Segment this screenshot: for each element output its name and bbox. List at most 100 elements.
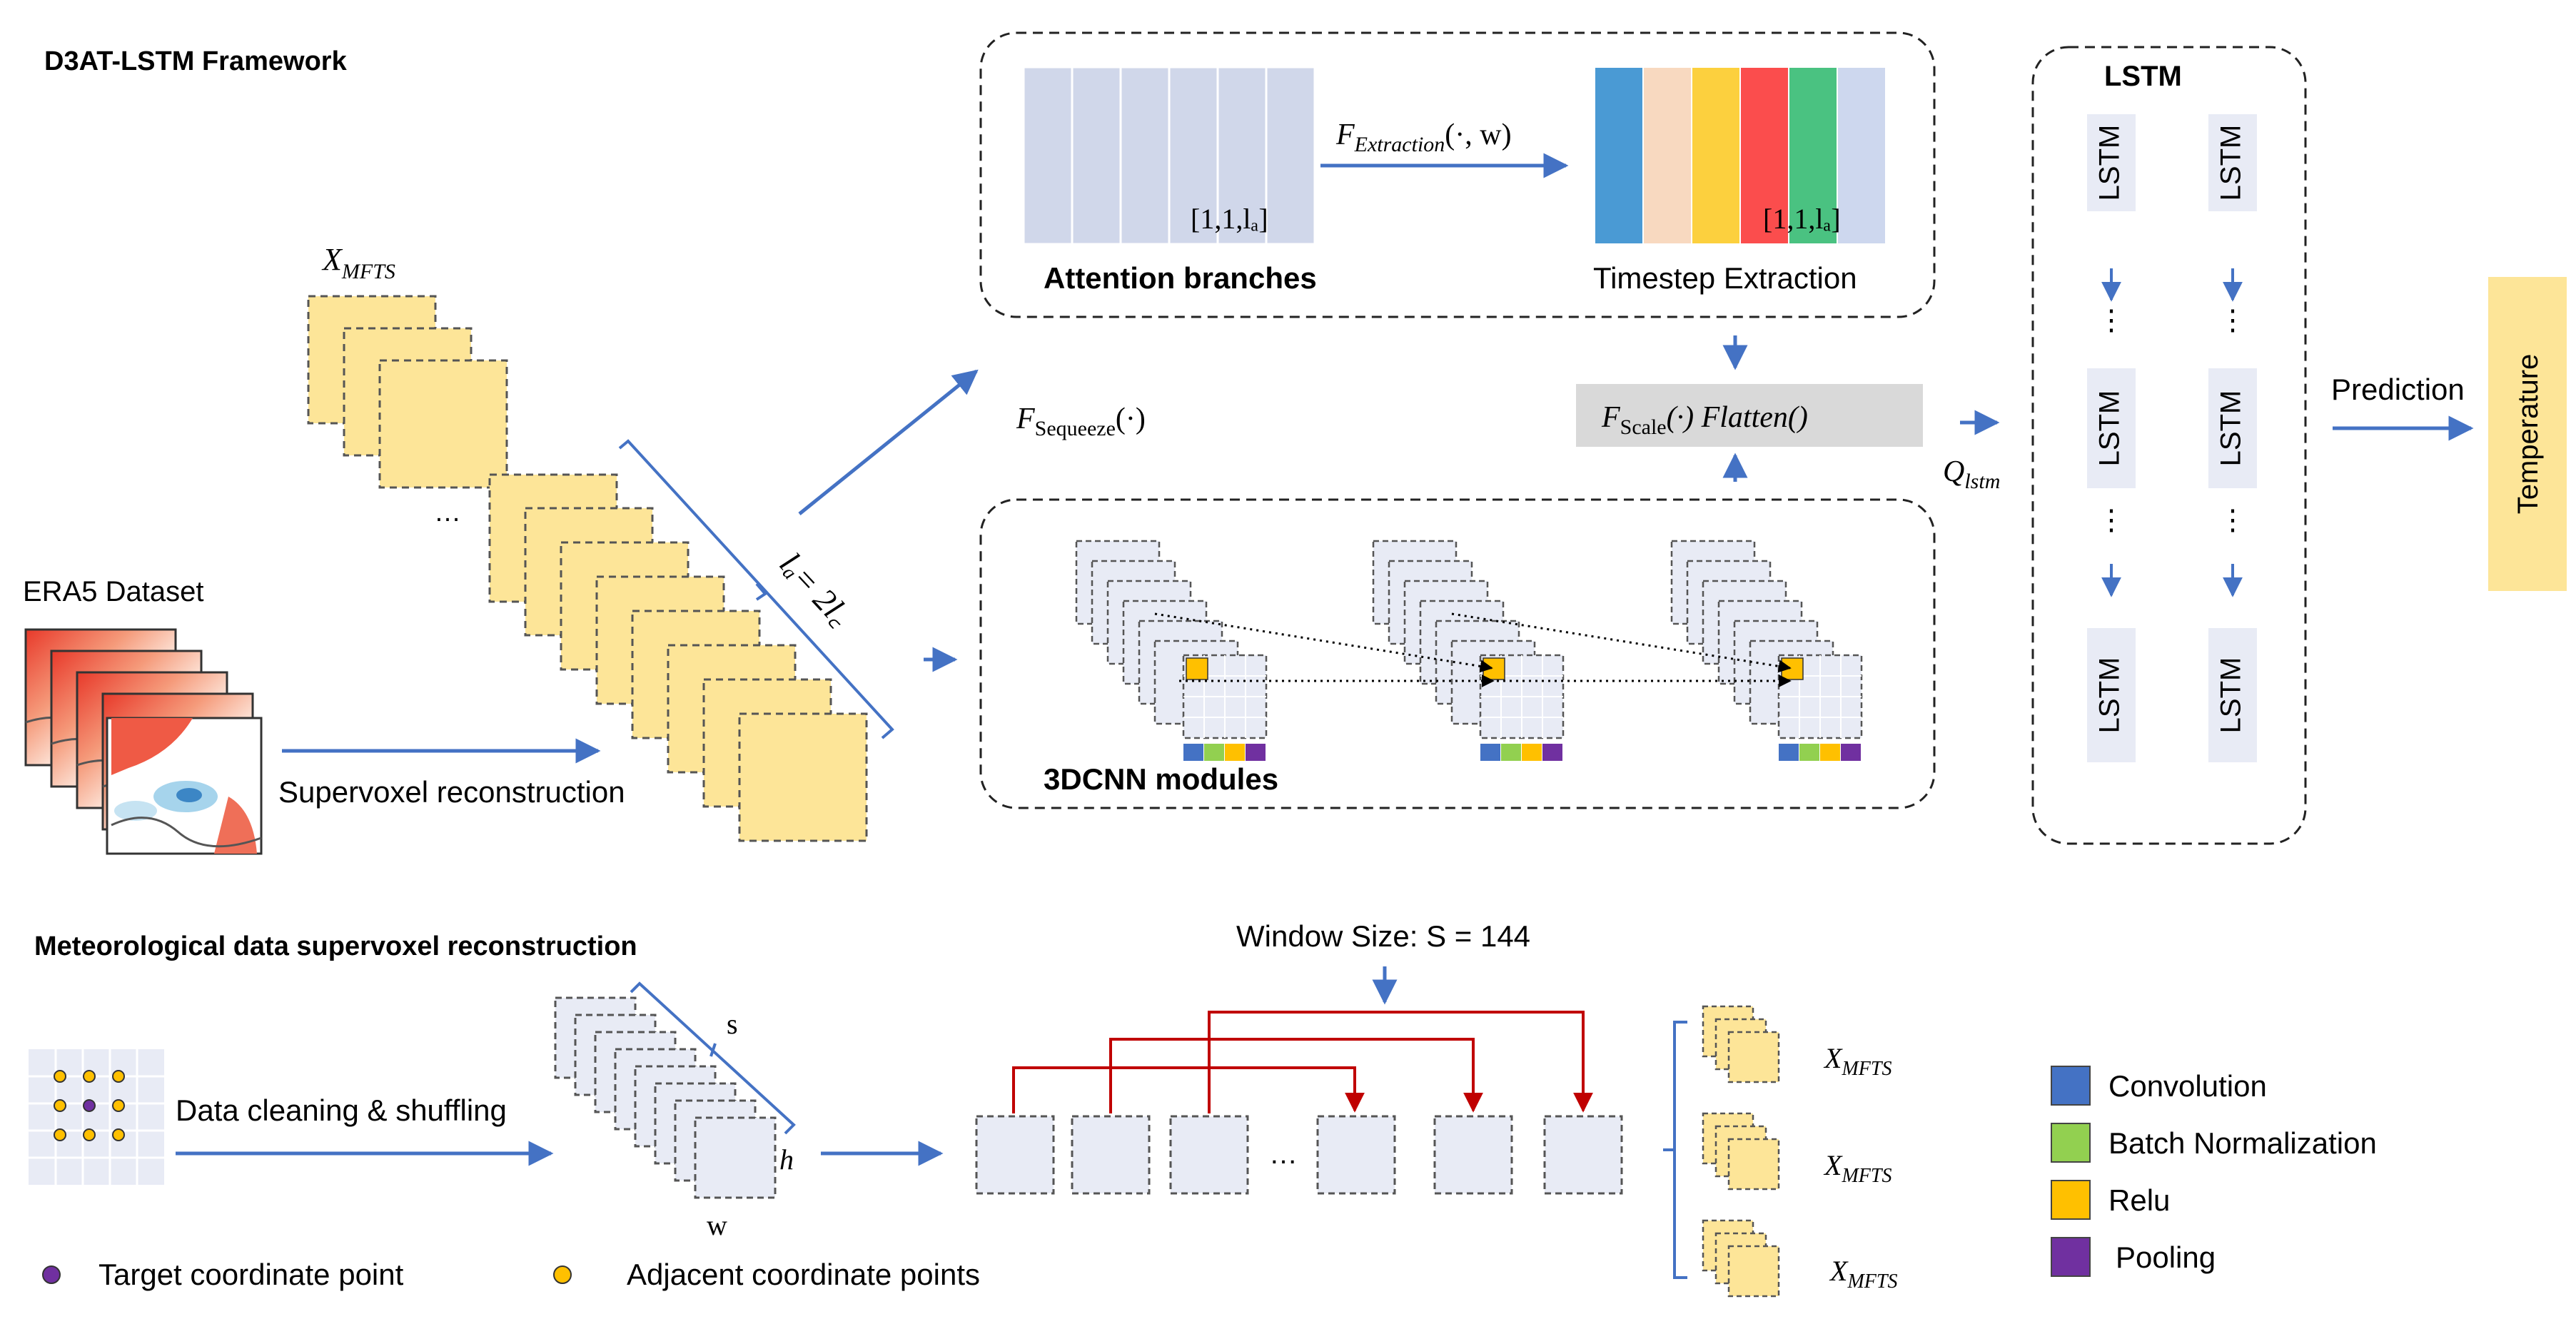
stack-ellipsis: …	[434, 497, 461, 527]
cnn-group	[1670, 540, 1863, 761]
output-map	[1727, 1138, 1780, 1191]
target-point-label: Target coordinate point	[99, 1258, 404, 1291]
cnn-group	[1372, 540, 1565, 761]
h-label: h	[779, 1143, 794, 1176]
x-mfts-out-1: XMFTS	[1823, 1042, 1891, 1080]
cnn-connection	[1154, 612, 1493, 673]
w-label: w	[707, 1209, 727, 1241]
cnn-layer-swatch	[1841, 744, 1861, 761]
cnn-kernel-cell	[1186, 657, 1208, 680]
cnn-layer-swatch	[1522, 744, 1542, 761]
adjacent-points-label: Adjacent coordinate points	[627, 1258, 980, 1291]
cnn-modules-label: 3DCNN modules	[1044, 762, 1278, 796]
q-lstm-label: Qlstm	[1943, 455, 2000, 493]
window-red-arrows	[1012, 1011, 1593, 1113]
output-map	[1727, 1245, 1780, 1298]
cnn-module-groups	[1075, 540, 1863, 761]
output-brace	[1663, 1021, 1687, 1279]
cnn-layer-swatch	[1820, 744, 1840, 761]
cnn-layer-swatch	[1225, 744, 1245, 761]
window-size-label: Window Size: S = 144	[1236, 919, 1530, 953]
lstm-cell	[2087, 368, 2136, 488]
cnn-layer-swatch	[1246, 744, 1266, 761]
data-cleaning-label: Data cleaning & shuffling	[176, 1093, 507, 1127]
era5-map-stack	[24, 628, 263, 855]
x-mfts-out-3: XMFTS	[1829, 1255, 1897, 1293]
cnn-front-map	[1479, 654, 1565, 761]
temperature-label: Temperature	[2512, 354, 2544, 515]
lstm-cell-label: LSTM	[2094, 390, 2126, 467]
cnn-box	[979, 498, 1936, 809]
supervoxel-reconstruction-label: Supervoxel reconstruction	[278, 775, 625, 809]
arrow-to-attention	[798, 369, 979, 515]
attention-box	[979, 31, 1936, 318]
lstm-cell	[2208, 368, 2257, 488]
f-scale-label: FScale(·) Flatten()	[1601, 401, 1808, 439]
x-mfts-yellow-stack	[307, 295, 868, 842]
legend-swatch	[2051, 1066, 2091, 1106]
lstm-cell-label: LSTM	[2216, 657, 2247, 734]
legend-label: Convolution	[2108, 1069, 2267, 1103]
timestep-bar	[1642, 66, 1692, 245]
lstm-cell-label: LSTM	[2216, 390, 2247, 467]
cnn-layer-swatch	[1799, 744, 1819, 761]
lstm-cell-label: LSTM	[2094, 657, 2126, 734]
f-scale-box	[1576, 384, 1923, 447]
target-point-marker	[42, 1265, 61, 1284]
legend-swatch	[2051, 1180, 2091, 1220]
cnn-layer-swatch	[1204, 744, 1224, 761]
adjacent-point-marker	[553, 1265, 572, 1284]
framework-title: D3AT-LSTM Framework	[44, 46, 348, 76]
lstm-cell	[2087, 628, 2136, 762]
prediction-label: Prediction	[2331, 373, 2465, 406]
lstm-cell	[2087, 114, 2136, 211]
cnn-layer-swatch	[1501, 744, 1521, 761]
reconstruction-title: Meteorological data supervoxel reconstru…	[34, 931, 637, 961]
cnn-layer-swatch	[1779, 744, 1799, 761]
cnn-group	[1075, 540, 1268, 761]
window-stack	[554, 996, 777, 1199]
lstm-dots: ⋮	[2218, 305, 2247, 336]
sliding-window-boxes	[975, 1115, 1623, 1195]
lstm-cell	[2208, 114, 2257, 211]
timestep-bar	[1739, 66, 1789, 245]
era5-label: ERA5 Dataset	[23, 576, 203, 607]
attention-branches-bars	[1022, 66, 1316, 246]
cnn-kernel-cell	[1781, 657, 1804, 680]
lstm-dots: ⋮	[2097, 505, 2126, 536]
la-formula: lₐ= 2l꜀	[773, 545, 859, 633]
timestep-bar	[1691, 66, 1741, 245]
la-brace	[618, 439, 894, 739]
legend-label: Pooling	[2116, 1240, 2216, 1274]
lstm-dots: ⋮	[2097, 305, 2126, 336]
attention-branches-label: Attention branches	[1044, 261, 1317, 295]
s-brace	[630, 981, 796, 1135]
timestep-bar	[1594, 66, 1644, 245]
legend-label: Batch Normalization	[2108, 1126, 2377, 1160]
x-mfts-out-2: XMFTS	[1823, 1149, 1891, 1187]
output-yellow-stacks	[1702, 1005, 1780, 1298]
lstm-cells: LSTM LSTM LSTM ⋮ ⋮ LSTM LSTM LSTM ⋮ ⋮	[2087, 114, 2257, 762]
cnn-front-map	[1777, 654, 1863, 761]
cnn-front-map	[1182, 654, 1268, 761]
timestep-bar	[1837, 66, 1886, 245]
dims-right: [1,1,lₐ]	[1763, 203, 1841, 235]
timestep-extraction-label: Timestep Extraction	[1593, 261, 1857, 295]
cnn-kernel-cell	[1483, 657, 1505, 680]
lstm-dots: ⋮	[2218, 505, 2247, 536]
lstm-title: LSTM	[2104, 61, 2182, 92]
cnn-layer-swatch	[1542, 744, 1562, 761]
legend-swatch	[2051, 1123, 2091, 1163]
f-squeeze-label: FSequeeze(·)	[1016, 403, 1146, 440]
output-map	[1727, 1031, 1780, 1083]
timestep-extraction-bars	[1594, 66, 1886, 245]
x-mfts-main-label: XMFTS	[321, 242, 395, 283]
temperature-box	[2488, 277, 2567, 591]
lstm-cell-label: LSTM	[2216, 125, 2247, 201]
lstm-cell	[2208, 628, 2257, 762]
lstm-cell-label: LSTM	[2094, 125, 2126, 201]
dims-left: [1,1,lₐ]	[1191, 203, 1268, 235]
coordinate-grid	[29, 1049, 164, 1185]
